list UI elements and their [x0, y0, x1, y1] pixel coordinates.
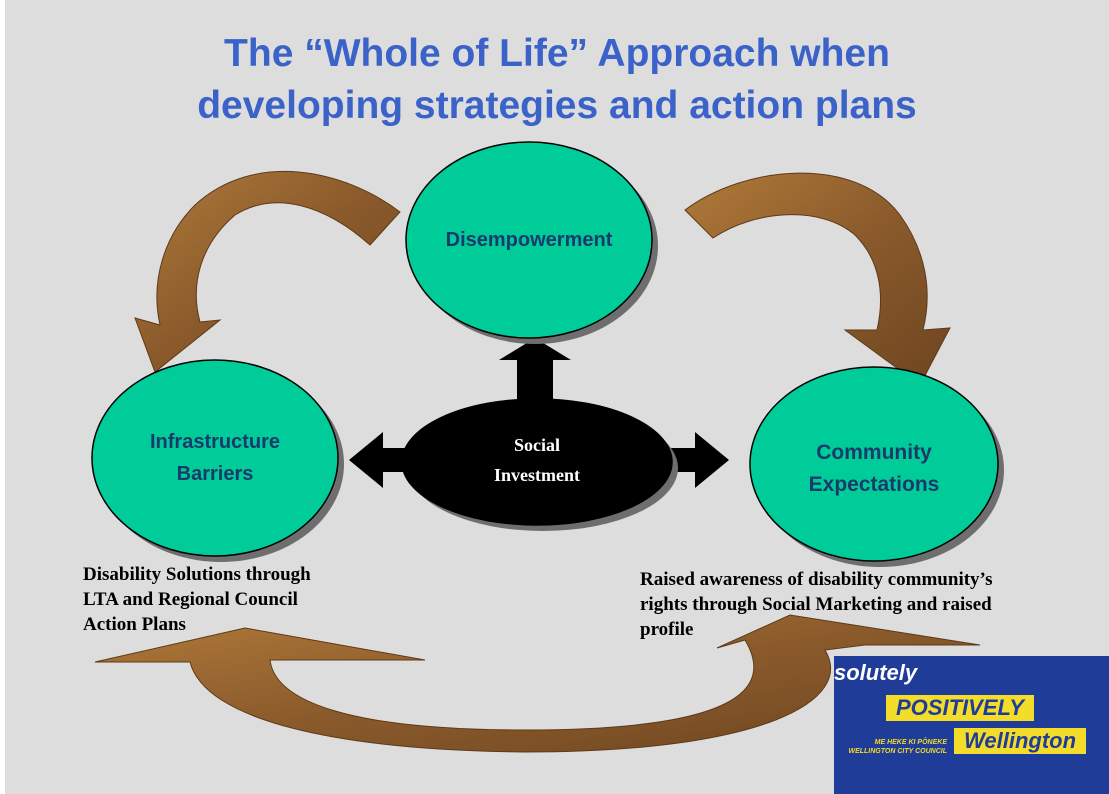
label-disempowerment: Disempowerment: [446, 229, 613, 251]
logo-word-absolutely: solutely: [834, 660, 918, 685]
curved-arrow-top-left: [134, 170, 401, 373]
label-community-line2: Expectations: [809, 473, 940, 496]
label-infrastructure-line2: Barriers: [177, 463, 254, 485]
wellington-logo: solutely POSITIVELY ME HEKE KI PŌNEKE WE…: [834, 656, 1109, 794]
label-social-line2: Investment: [494, 465, 580, 485]
note-raised-awareness: Raised awareness of disability community…: [640, 569, 993, 640]
title-line-1: The “Whole of Life” Approach when: [224, 32, 890, 75]
node-community-expectations: [749, 366, 999, 562]
label-infrastructure-line1: Infrastructure: [150, 431, 280, 453]
node-disempowerment: [405, 141, 653, 339]
curved-arrow-top-right: [684, 172, 951, 386]
node-infrastructure-barriers: [91, 359, 339, 557]
node-social-investment: [401, 398, 673, 526]
logo-tagline: ME HEKE KI PŌNEKE WELLINGTON CITY COUNCI…: [848, 739, 947, 755]
slide-title: The “Whole of Life” Approach when develo…: [5, 28, 1109, 132]
label-community-line1: Community: [816, 441, 932, 464]
label-social-line1: Social: [514, 435, 560, 455]
note-disability-solutions: Disability Solutions through LTA and Reg…: [83, 564, 311, 635]
cycle-diagram: Disempowerment Infrastructure Barriers C…: [91, 141, 1004, 753]
logo-word-wellington: Wellington: [954, 728, 1087, 754]
title-line-2: developing strategies and action plans: [197, 84, 917, 127]
slide: The “Whole of Life” Approach when develo…: [5, 0, 1109, 794]
curved-arrow-bottom: [94, 614, 981, 753]
logo-word-positively: POSITIVELY: [886, 695, 1034, 721]
